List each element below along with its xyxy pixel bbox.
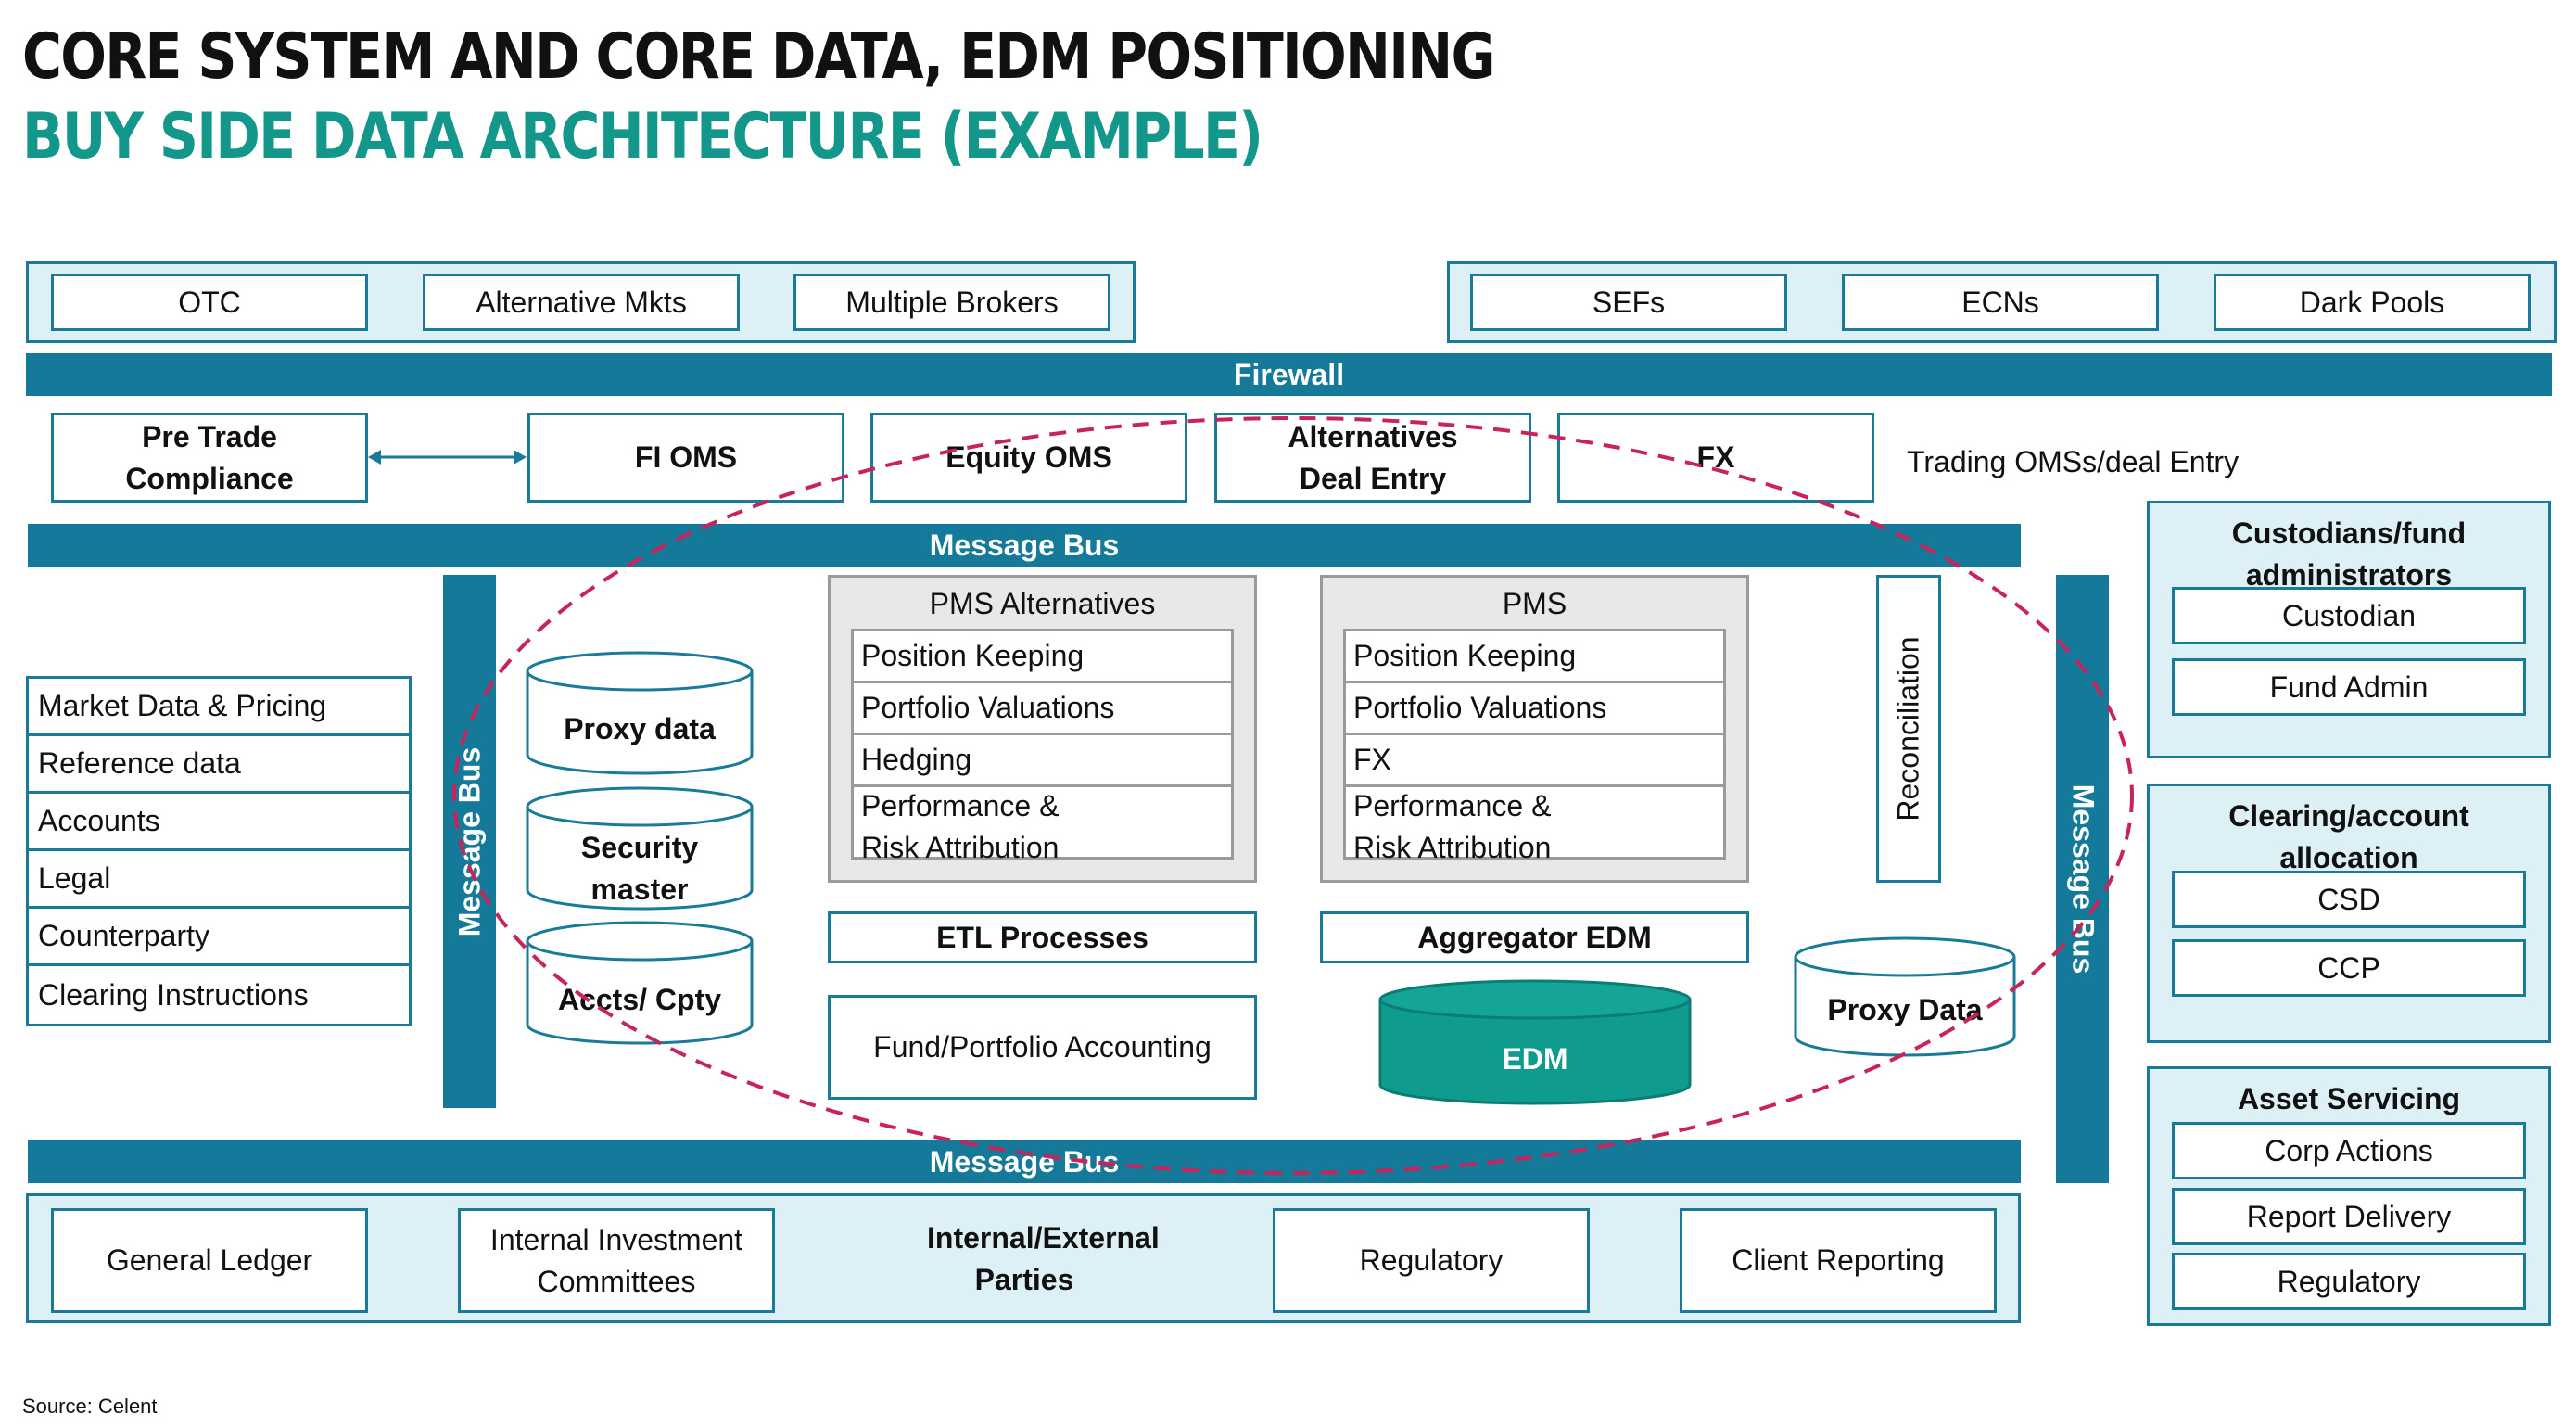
accts-cpty-label: Accts/ Cpty [557, 983, 722, 1016]
client-reporting-box: Client Reporting [1680, 1208, 1997, 1313]
reference-data-list: Market Data & Pricing Reference data Acc… [26, 676, 412, 1026]
fund-admin-box: Fund Admin [2172, 658, 2526, 716]
list-item: Portfolio Valuations [1346, 683, 1723, 735]
page-title: CORE SYSTEM AND CORE DATA, EDM POSITIONI… [22, 20, 1496, 94]
etl-processes-box: ETL Processes [828, 911, 1257, 963]
alternatives-deal-entry-box: Alternatives Deal Entry [1214, 413, 1531, 503]
list-item: Legal [29, 851, 409, 909]
proxy-data-label: Proxy data [564, 712, 716, 745]
source-note: Source: Celent [22, 1395, 158, 1418]
list-item: Position Keeping [1346, 631, 1723, 683]
aggregator-edm-box: Aggregator EDM [1320, 911, 1749, 963]
list-item: FX [1346, 735, 1723, 787]
venue-dark-pools: Dark Pools [2214, 274, 2531, 331]
page-subtitle: BUY SIDE DATA ARCHITECTURE (EXAMPLE) [22, 100, 1263, 173]
pms-alternatives-panel: PMS Alternatives Position Keeping Portfo… [828, 575, 1257, 883]
pms-alternatives-list: Position Keeping Portfolio Valuations He… [851, 629, 1234, 864]
pms-list: Position Keeping Portfolio Valuations FX… [1343, 629, 1726, 864]
list-item: Counterparty [29, 909, 409, 966]
venue-alternative-mkts: Alternative Mkts [423, 274, 740, 331]
reconciliation-box: Reconciliation [1876, 575, 1941, 883]
pre-trade-compliance-box: Pre Trade Compliance [51, 413, 368, 503]
internal-external-parties-label: Internal/External Parties [927, 1221, 1160, 1296]
pms-alternatives-title: PMS Alternatives [929, 587, 1156, 620]
security-master-label: Security master [580, 831, 699, 906]
list-item: Market Data & Pricing [29, 679, 409, 736]
message-bus-right-label: Message Bus [2066, 784, 2100, 975]
reconciliation-label: Reconciliation [1891, 636, 1925, 822]
fi-oms-box: FI OMS [527, 413, 844, 503]
message-bus-bottom: Message Bus [28, 1140, 2021, 1183]
custodian-box: Custodian [2172, 587, 2526, 644]
corp-actions-box: Corp Actions [2172, 1122, 2526, 1179]
message-bus-top: Message Bus [28, 524, 2021, 567]
list-item: Portfolio Valuations [854, 683, 1231, 735]
list-item: Position Keeping [854, 631, 1231, 683]
list-item: Performance & Risk Attribution [1353, 789, 1552, 864]
pms-panel: PMS Position Keeping Portfolio Valuation… [1320, 575, 1749, 883]
list-item: Hedging [854, 735, 1231, 787]
proxy-data-right-label: Proxy Data [1827, 993, 1983, 1026]
venue-sefs: SEFs [1470, 274, 1787, 331]
venue-otc: OTC [51, 274, 368, 331]
list-item: Accounts [29, 794, 409, 851]
list-item: Reference data [29, 736, 409, 794]
pms-title: PMS [1502, 587, 1567, 620]
trading-oms-label: Trading OMSs/deal Entry [1907, 445, 2240, 478]
regulatory-service-box: Regulatory [2172, 1253, 2526, 1310]
asset-servicing-title: Asset Servicing [2237, 1082, 2461, 1115]
list-item: Performance & Risk Attribution [861, 789, 1060, 864]
report-delivery-box: Report Delivery [2172, 1188, 2526, 1245]
venue-multiple-brokers: Multiple Brokers [793, 274, 1110, 331]
equity-oms-box: Equity OMS [870, 413, 1187, 503]
venue-ecns: ECNs [1842, 274, 2159, 331]
firewall-bar: Firewall [26, 353, 2552, 396]
message-bus-left: Message Bus [443, 575, 496, 1108]
internal-investment-committees-box: Internal Investment Committees [458, 1208, 775, 1313]
csd-box: CSD [2172, 871, 2526, 928]
regulatory-box: Regulatory [1273, 1208, 1590, 1313]
fund-portfolio-accounting-box: Fund/Portfolio Accounting [828, 995, 1257, 1100]
general-ledger-box: General Ledger [51, 1208, 368, 1313]
ccp-box: CCP [2172, 939, 2526, 997]
message-bus-right: Message Bus [2056, 575, 2109, 1183]
list-item: Clearing Instructions [38, 977, 309, 1012]
custodians-title: Custodians/fund administrators [2231, 516, 2467, 592]
clearing-title: Clearing/account allocation [2228, 799, 2469, 874]
message-bus-left-label: Message Bus [452, 746, 486, 936]
fx-trading-box: FX [1557, 413, 1874, 503]
edm-label: EDM [1502, 1042, 1568, 1076]
bidirectional-arrow [368, 450, 527, 465]
